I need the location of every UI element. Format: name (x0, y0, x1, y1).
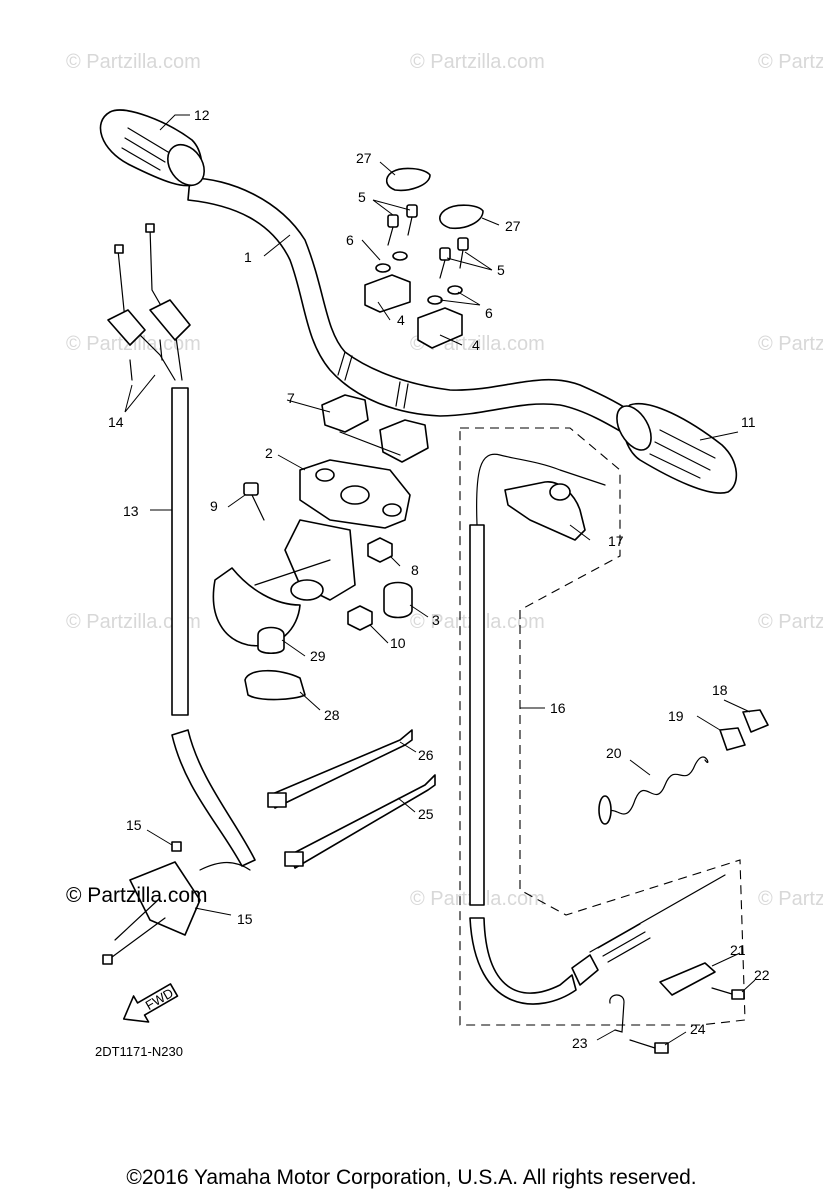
callout-6: 6 (346, 232, 354, 248)
watermark: © Partzilla.com (410, 51, 545, 73)
cable-tie-head (284, 851, 304, 867)
inner-spring (597, 923, 651, 963)
nut (367, 537, 393, 563)
callout-2: 2 (265, 445, 273, 461)
cable-clamp (244, 669, 306, 701)
assembly-boundary (459, 427, 746, 1026)
callout-4: 4 (472, 337, 480, 353)
handlebar-holder-lower (321, 394, 369, 433)
throttle-lever (504, 481, 586, 541)
bracket-bolt-shaft (711, 987, 733, 995)
callout-20: 20 (606, 745, 622, 761)
callout-22: 22 (754, 967, 770, 983)
watermark: © Partzilla.com (66, 51, 201, 73)
right-grip (616, 402, 738, 494)
callout-19: 19 (668, 708, 684, 724)
throttle-cable (469, 524, 485, 906)
spring-end (598, 795, 612, 825)
callout-1: 1 (244, 249, 252, 265)
watermark: © Partzilla.com (66, 611, 201, 633)
lever-pivot (549, 483, 571, 501)
callout-14: 14 (108, 414, 124, 430)
watermark: © Partzilla.com (758, 51, 823, 73)
callout-25: 25 (418, 806, 434, 822)
handlebar-holder-upper (364, 274, 411, 313)
crown-hole (340, 485, 370, 505)
callout-5: 5 (358, 189, 366, 205)
cable-ends-upper (107, 223, 191, 381)
callout-10: 10 (390, 635, 406, 651)
callout-21: 21 (730, 942, 746, 958)
crown-bolt (243, 482, 265, 521)
callouts: 12 1 27 5 6 27 5 6 4 4 7 2 9 8 3 10 29 2… (108, 107, 770, 1051)
spring (604, 756, 709, 816)
callout-27: 27 (505, 218, 521, 234)
diagram-code: 2DT1171-N230 (95, 1044, 183, 1059)
watermark: © Partzilla.com (66, 333, 201, 355)
adjuster (719, 727, 746, 751)
handlebar-holder-lower (379, 419, 429, 463)
handlebar-knurl (337, 351, 409, 409)
cable-tie (269, 729, 413, 809)
callout-26: 26 (418, 747, 434, 763)
left-grip (99, 109, 205, 187)
collar (383, 581, 413, 619)
callout-7: 7 (287, 390, 295, 406)
crown-hole (315, 468, 335, 482)
callout-6: 6 (485, 305, 493, 321)
callout-15: 15 (237, 911, 253, 927)
callout-13: 13 (123, 503, 139, 519)
copyright-notice: ©2016 Yamaha Motor Corporation, U.S.A. A… (126, 1166, 697, 1189)
callout-16: 16 (550, 700, 566, 716)
holder-bolt-line (339, 431, 401, 456)
callout-23: 23 (572, 1035, 588, 1051)
callout-15: 15 (126, 817, 142, 833)
holder-bolts (387, 204, 469, 279)
watermark: © Partzilla.com (758, 611, 823, 633)
callout-4: 4 (397, 312, 405, 328)
throttle-cable-lower (469, 917, 577, 1005)
guard (212, 567, 301, 647)
cap (385, 167, 431, 192)
nut (347, 605, 373, 631)
throttle-inner (571, 954, 599, 986)
callout-18: 18 (712, 682, 728, 698)
brand-label: © Partzilla.com (66, 884, 208, 907)
callout-28: 28 (324, 707, 340, 723)
cable-tie (289, 774, 436, 869)
adjuster-nut (742, 709, 769, 733)
cable-left (171, 387, 189, 716)
callout-9: 9 (210, 498, 218, 514)
grommet (257, 626, 285, 655)
mount-bolt-shaft (629, 1039, 656, 1049)
fwd-arrow: FWD (122, 983, 179, 1023)
callout-3: 3 (432, 612, 440, 628)
leader-lines (124, 114, 756, 1046)
watermark: © Partzilla.com (758, 888, 823, 910)
callout-8: 8 (411, 562, 419, 578)
callout-29: 29 (310, 648, 326, 664)
cap (439, 204, 484, 230)
bracket-line (254, 559, 331, 586)
throttle-cable-end (476, 453, 606, 526)
crown-hole (382, 503, 402, 517)
callout-27: 27 (356, 150, 372, 166)
callout-12: 12 (194, 107, 210, 123)
cable-left-lower (171, 729, 256, 867)
bracket-collar (290, 579, 324, 601)
handlebar-holder-upper (417, 307, 463, 349)
cable-ends-lower (102, 841, 251, 965)
callout-11: 11 (741, 414, 756, 430)
callout-5: 5 (497, 262, 505, 278)
callout-24: 24 (690, 1021, 706, 1037)
cable-bracket (659, 962, 716, 996)
retaining-clip (609, 994, 625, 1033)
watermarks: © Partzilla.com © Partzilla.com © Partzi… (66, 51, 823, 910)
cable-tie-head (267, 792, 287, 808)
callout-17: 17 (608, 533, 624, 549)
watermark: © Partzilla.com (758, 333, 823, 355)
